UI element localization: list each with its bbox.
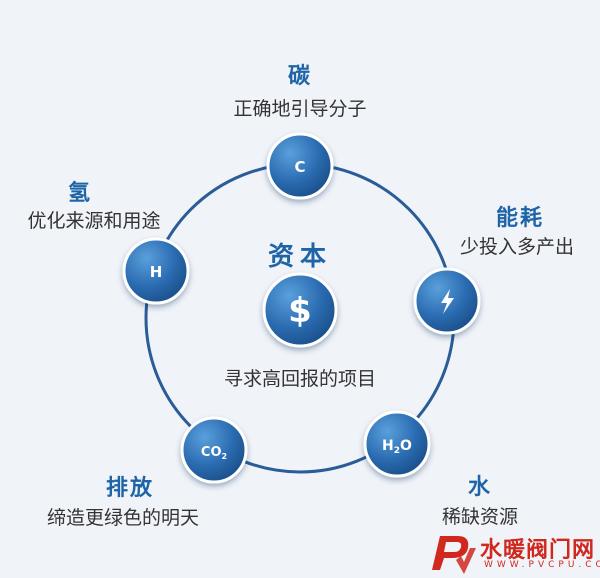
hydrogen-node: H: [122, 237, 190, 305]
water-label: 水: [467, 475, 492, 500]
carbon-node: C: [266, 132, 334, 200]
emission-label: 排放: [105, 476, 154, 501]
emission-node: CO2: [180, 416, 248, 484]
carbon-label: 碳: [287, 64, 312, 89]
lightning-icon: [441, 289, 454, 314]
carbon-desc: 正确地引导分子: [233, 98, 367, 120]
water-node: H2O: [363, 410, 431, 478]
hydrogen-desc: 优化来源和用途: [27, 210, 161, 232]
carbon-icon: C: [294, 158, 305, 176]
energy-node: [413, 267, 481, 335]
hydrogen-icon: H: [150, 263, 163, 281]
pv-logo: [432, 536, 476, 574]
capital-node: $: [262, 272, 338, 348]
dollar-icon: $: [288, 291, 312, 331]
energy-desc: 少投入多产出: [459, 236, 574, 258]
watermark-text: 水暖阀门网: [480, 538, 596, 563]
watermark-url: WWW.PVCPU.COM: [484, 560, 600, 570]
hydrogen-label: 氢: [67, 181, 92, 206]
capital-desc: 寻求高回报的项目: [223, 368, 376, 390]
water-icon: H2O: [382, 438, 412, 456]
water-desc: 稀缺资源: [441, 506, 518, 528]
watermark: 水暖阀门网 WWW.PVCPU.COM: [426, 530, 600, 576]
capital-title: 资本: [267, 242, 332, 272]
emission-desc: 缔造更绿色的明天: [46, 507, 199, 529]
co2-icon: CO2: [201, 445, 227, 461]
energy-label: 能耗: [495, 206, 544, 231]
